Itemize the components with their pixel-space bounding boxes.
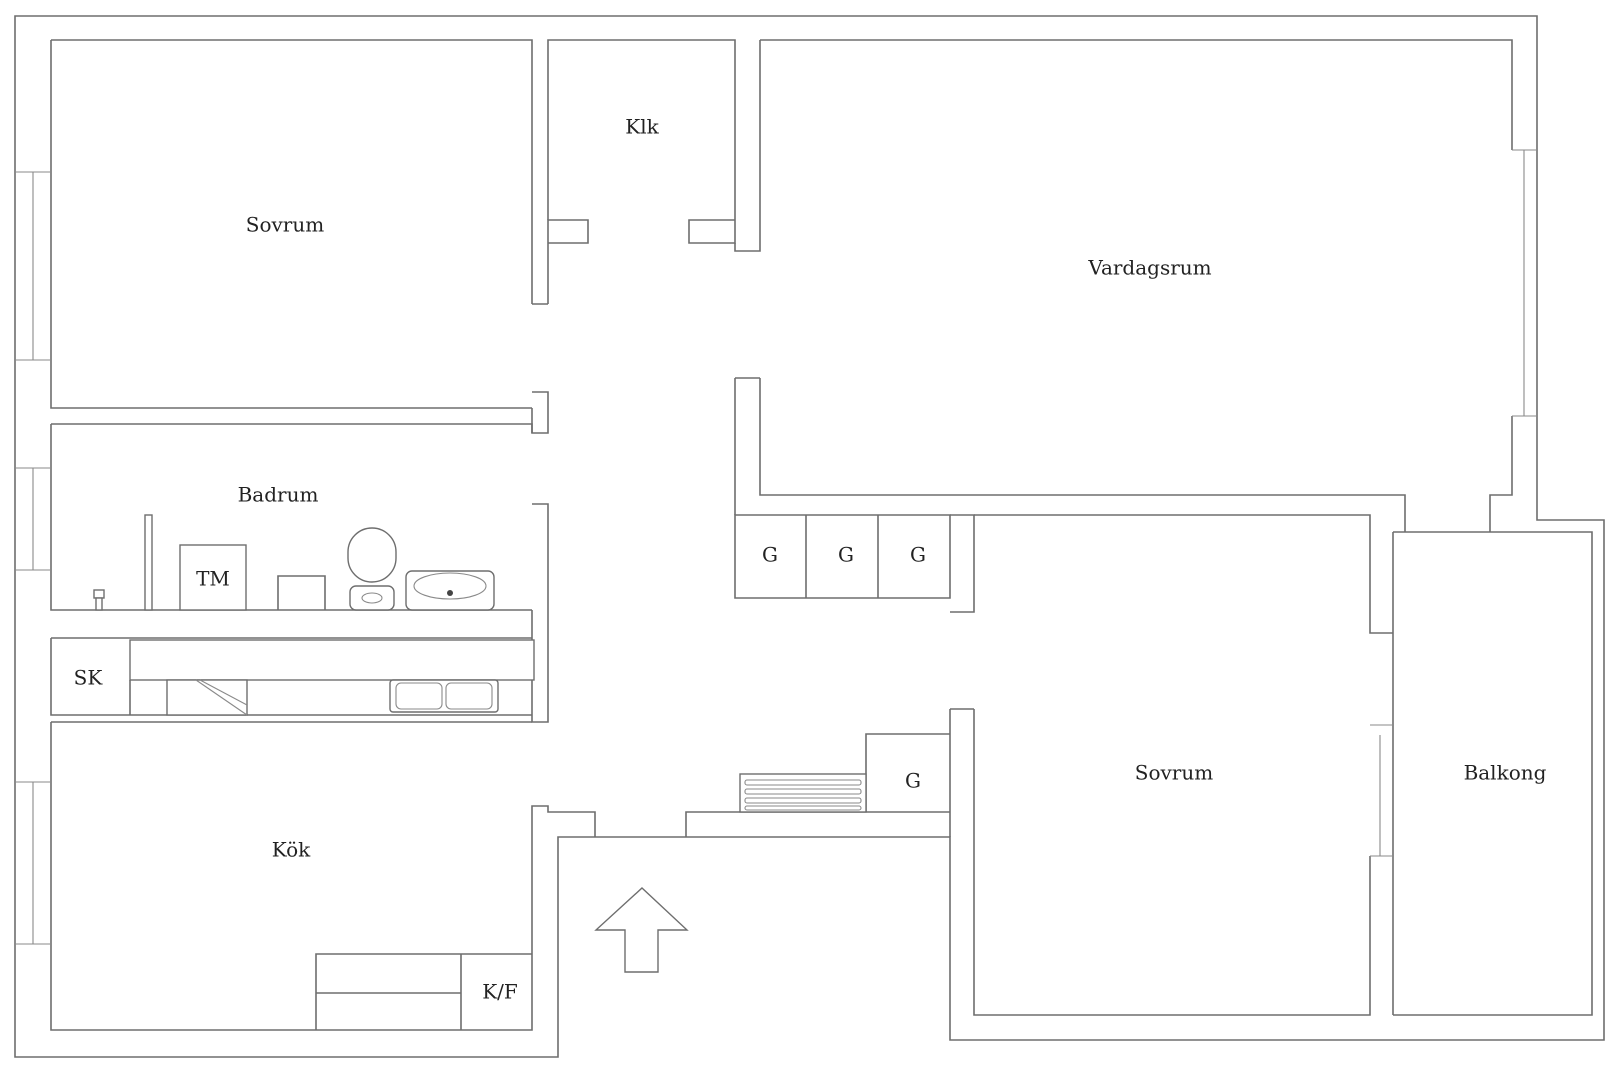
labels: Sovrum Klk Vardagsrum Badrum TM SK Kök K… <box>74 115 1547 1004</box>
fixtures <box>93 514 867 1030</box>
room-balkong <box>1393 531 1593 1016</box>
label-klk: Klk <box>625 115 659 139</box>
tap-icon <box>93 589 105 611</box>
room-vardagsrum <box>759 39 1513 532</box>
room-sovrum-2 <box>973 514 1394 1016</box>
label-badrum: Badrum <box>238 483 319 507</box>
dishwasher-icon <box>166 679 248 716</box>
radiator-icon <box>739 773 867 813</box>
label-kok: Kök <box>272 838 311 862</box>
label-balkong: Balkong <box>1464 761 1547 785</box>
toilet-icon <box>347 527 397 611</box>
label-sovrum-1: Sovrum <box>246 213 324 237</box>
sink-icon <box>389 679 499 713</box>
label-g-3: G <box>910 543 926 567</box>
label-sovrum-2: Sovrum <box>1135 761 1213 785</box>
outer-walls <box>14 15 1605 1058</box>
kitchen-counter <box>129 639 535 681</box>
label-g-1: G <box>762 543 778 567</box>
label-g-2: G <box>838 543 854 567</box>
wardrobe-row <box>734 514 951 599</box>
shower-wall <box>144 514 153 611</box>
label-g-4: G <box>905 769 921 793</box>
washing-machine <box>179 544 247 611</box>
fridge-freezer <box>315 953 532 1030</box>
label-tm: TM <box>196 567 230 591</box>
label-sk: SK <box>74 666 104 690</box>
label-kf: K/F <box>482 980 518 1004</box>
entrance-arrow-icon <box>594 887 689 973</box>
room-sovrum-1 <box>50 39 533 409</box>
washbasin-icon <box>405 570 495 611</box>
label-vardagsrum: Vardagsrum <box>1087 256 1211 280</box>
